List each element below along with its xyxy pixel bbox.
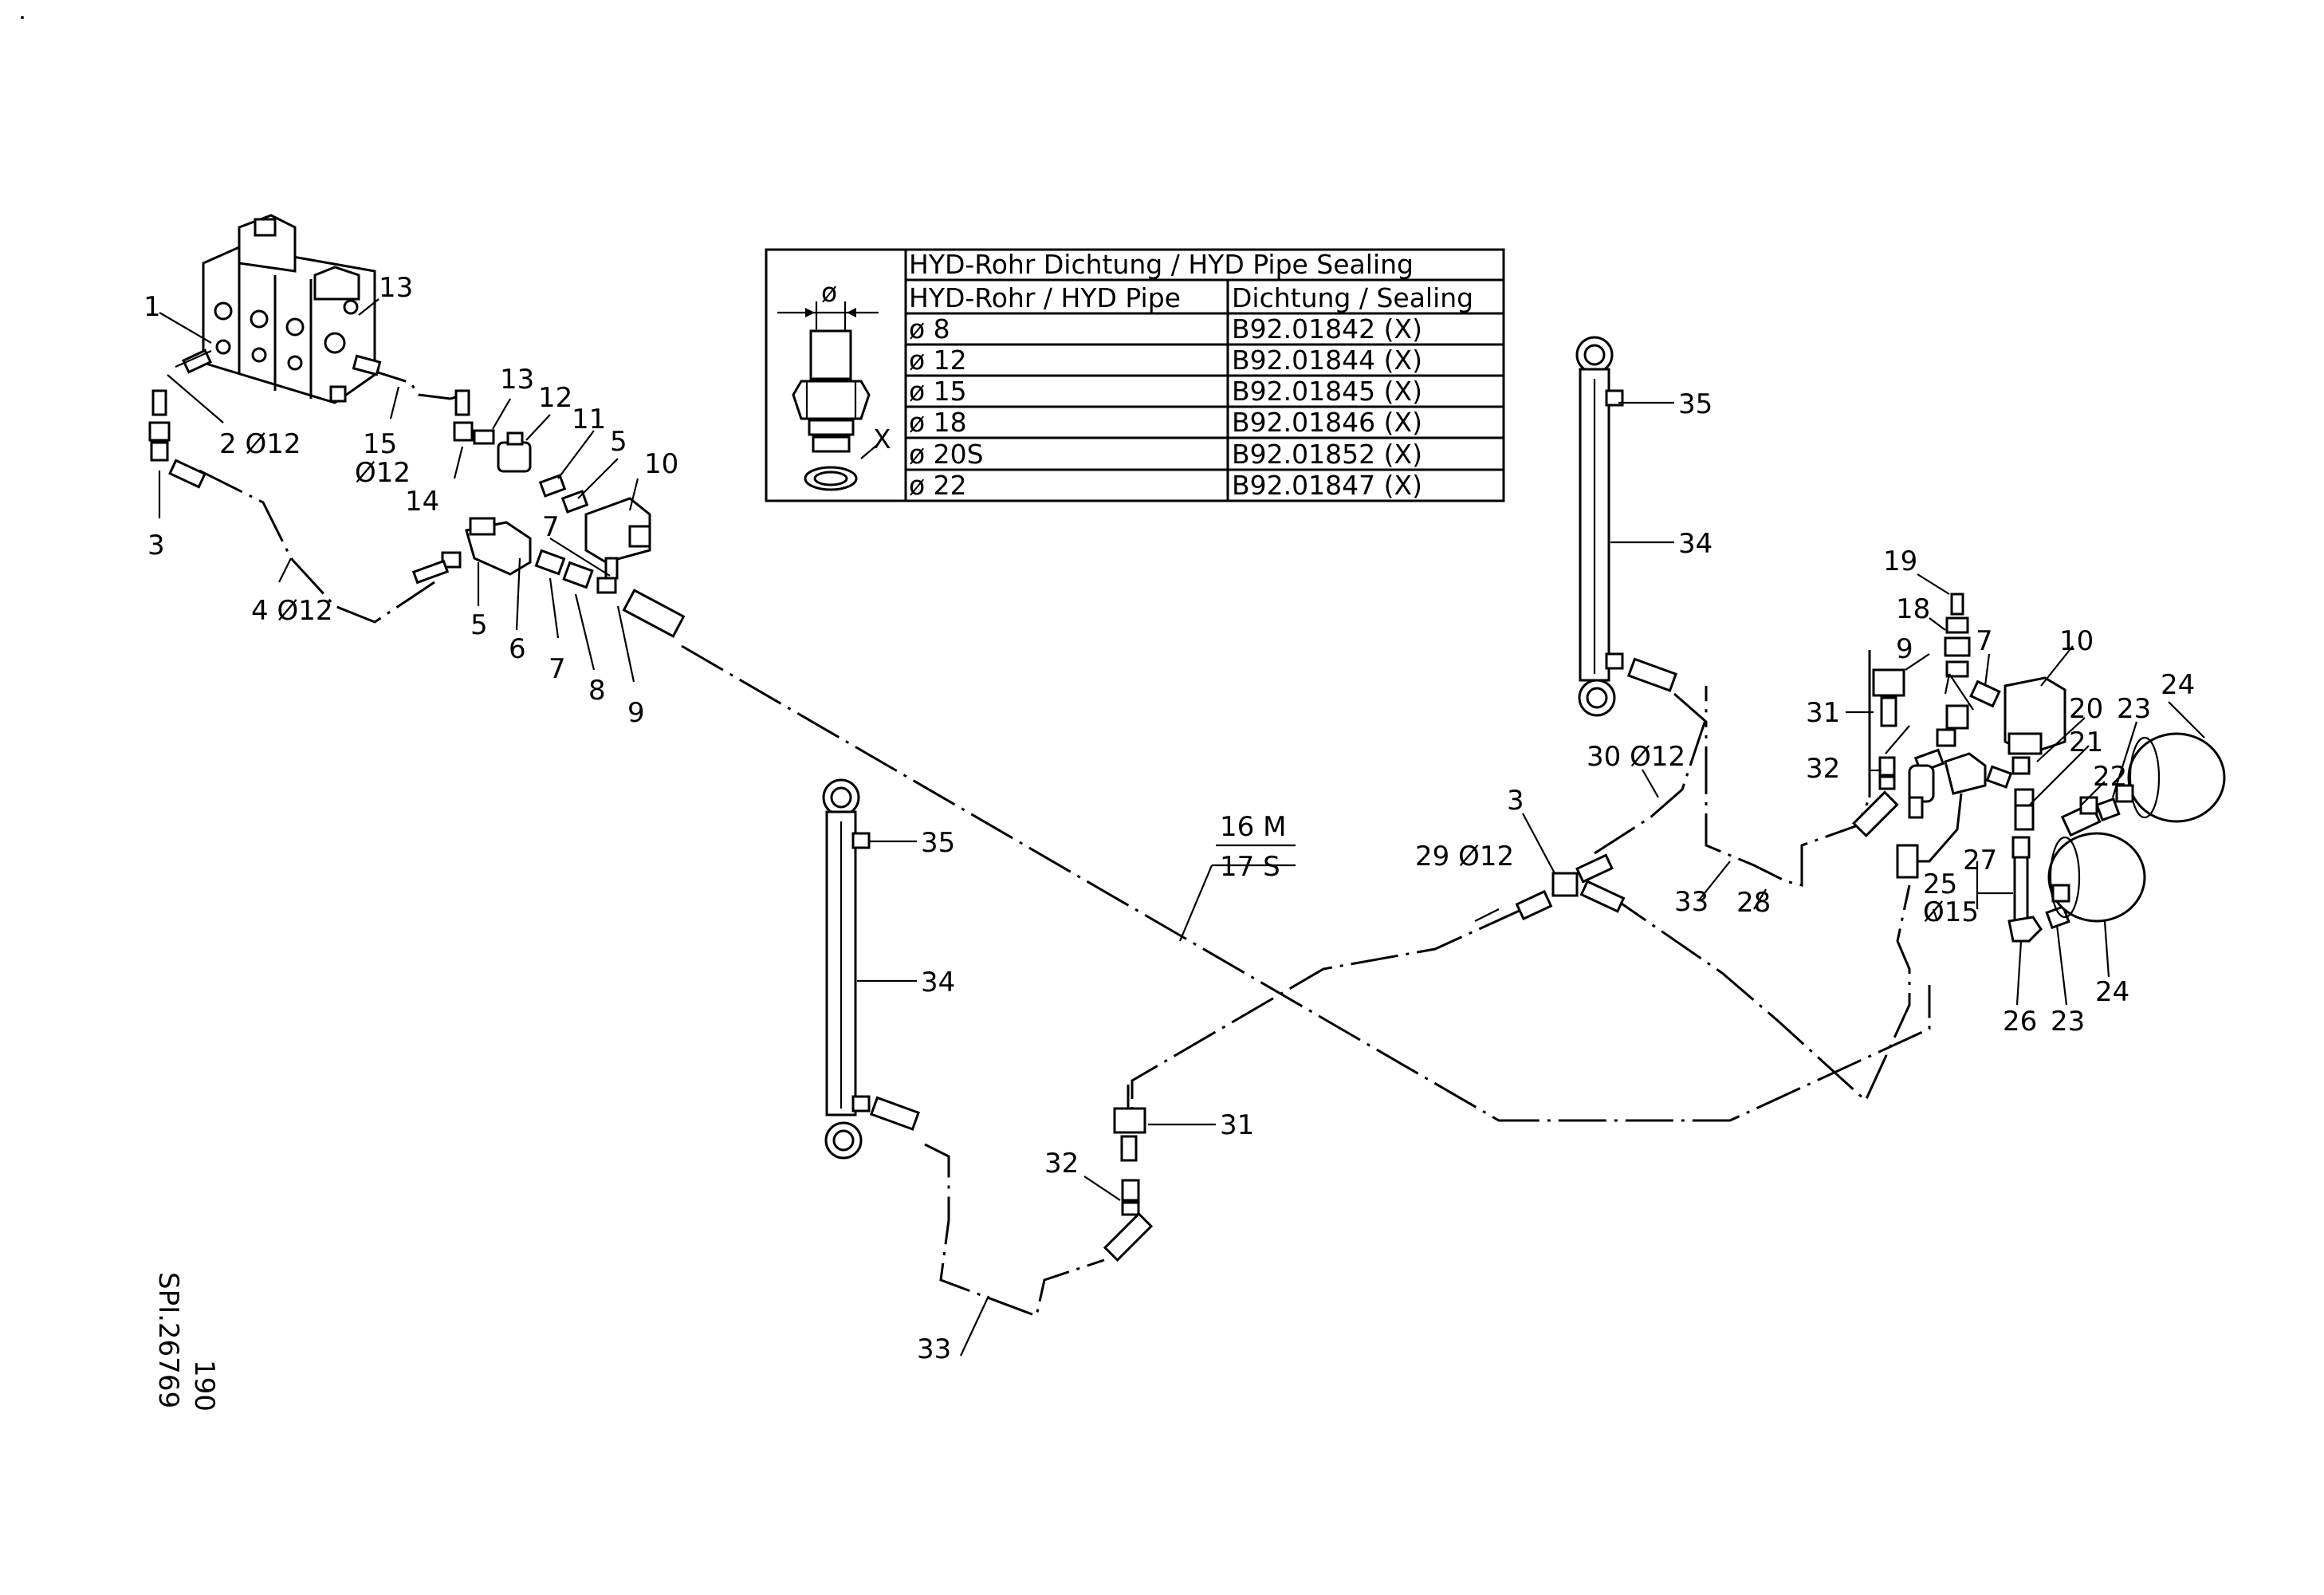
table-row-pipe: ø 15 [909, 376, 967, 407]
label-16: 16 M [1220, 811, 1286, 843]
label-33b: 33 [1674, 886, 1709, 918]
label-31b: 31 [1806, 697, 1840, 729]
label-24b: 24 [2095, 976, 2129, 1008]
label-2: 2 Ø12 [219, 428, 301, 460]
pipe-33-left [924, 1143, 1105, 1318]
table-row-sealing: B92.01845 (X) [1232, 376, 1422, 407]
table-row-pipe: ø 18 [909, 407, 967, 438]
label-34b: 34 [1678, 528, 1713, 560]
label-20: 20 [2069, 693, 2103, 725]
label-7: 7 [549, 653, 566, 685]
label-13: 13 [379, 272, 413, 304]
label-32: 32 [1044, 1148, 1079, 1180]
label-5: 5 [470, 609, 488, 641]
pipe-29 [1131, 908, 1524, 1116]
label-34: 34 [921, 967, 955, 998]
center-left-fittings [1103, 1107, 1154, 1262]
right-fittings [1852, 593, 2226, 943]
pipe-4 [199, 469, 435, 624]
part-labels: 1 2 Ø12 3 4 Ø12 13 15 Ø12 14 13 12 11 5 … [144, 272, 2195, 1365]
label-6: 6 [509, 633, 526, 665]
accumulator-upper [2115, 732, 2226, 823]
label-33: 33 [917, 1333, 951, 1365]
label-27: 27 [1963, 845, 1997, 876]
label-32b: 32 [1806, 753, 1840, 785]
label-18: 18 [1896, 593, 1930, 625]
label-35b: 35 [1678, 388, 1713, 420]
table-row-pipe: ø 12 [909, 345, 967, 376]
label-19: 19 [1883, 545, 1917, 577]
label-15-dia: Ø12 [355, 457, 411, 489]
label-8: 8 [588, 675, 606, 707]
label-35: 35 [921, 827, 955, 859]
table-row-sealing: B92.01846 (X) [1232, 407, 1422, 438]
table-row-pipe: ø 20S [909, 439, 984, 470]
label-9: 9 [627, 697, 645, 729]
label-23b: 23 [2051, 1006, 2085, 1038]
drawing-number: SPI.26769 [152, 1272, 184, 1408]
cylinder-right [1575, 336, 1677, 717]
table-row-sealing: B92.01842 (X) [1232, 313, 1422, 345]
table-row-pipe: ø 22 [909, 470, 967, 501]
center-tee-fittings [1515, 853, 1626, 921]
label-30: 30 Ø12 [1587, 741, 1685, 773]
label-28: 28 [1736, 887, 1771, 919]
corner-mark [21, 16, 24, 19]
fitting-seal-illustration: ø X [777, 277, 891, 491]
page-number: 190 [188, 1360, 220, 1412]
left-fittings [148, 349, 686, 638]
pipe-33-right [1673, 692, 1871, 887]
label-21: 21 [2069, 727, 2103, 758]
table-header-sealing: Dichtung / Sealing [1232, 282, 1473, 313]
pipe-28 [1606, 884, 1911, 1103]
pipe-16-17 [681, 644, 1931, 1122]
pipe-lines [199, 365, 1931, 1318]
accumulator-lower [2047, 832, 2146, 923]
label-10b: 10 [2059, 625, 2094, 657]
table-header-pipe: HYD-Rohr / HYD Pipe [909, 282, 1181, 313]
sealing-table: HYD-Rohr Dichtung / HYD Pipe Sealing HYD… [765, 248, 1505, 502]
label-29: 29 Ø12 [1415, 841, 1514, 872]
label-23: 23 [2117, 693, 2151, 725]
label-22: 22 [2093, 761, 2127, 793]
label-25-dia: Ø15 [1923, 896, 1979, 928]
control-valve-block [202, 214, 376, 404]
table-row-sealing: B92.01847 (X) [1232, 470, 1422, 501]
label-4: 4 Ø12 [251, 595, 332, 627]
label-9b: 9 [1896, 633, 1913, 665]
label-3: 3 [147, 530, 165, 561]
label-5b: 5 [610, 426, 627, 458]
table-title: HYD-Rohr Dichtung / HYD Pipe Sealing [909, 249, 1414, 280]
label-7b: 7 [542, 511, 560, 543]
drawing-id: SPI.26769 190 [152, 1272, 220, 1412]
label-3b: 3 [1507, 785, 1524, 817]
label-14: 14 [405, 486, 439, 518]
seal-marker-x: X [873, 423, 891, 455]
pipe-30 [1594, 686, 1708, 855]
table-row-sealing: B92.01852 (X) [1232, 439, 1422, 470]
table-row-pipe: ø 8 [909, 313, 950, 345]
label-15: 15 [363, 428, 397, 460]
diameter-symbol: ø [821, 277, 837, 308]
leader-lines [158, 298, 2205, 1357]
label-26: 26 [2003, 1006, 2037, 1038]
label-13b: 13 [500, 364, 534, 396]
label-31: 31 [1220, 1109, 1254, 1141]
label-25: 25 [1923, 868, 1957, 900]
label-17: 17 S [1220, 851, 1280, 883]
cylinder-left [822, 778, 920, 1160]
label-7c: 7 [1976, 625, 1993, 657]
label-11: 11 [572, 404, 606, 435]
table-row-sealing: B92.01844 (X) [1232, 345, 1422, 376]
label-10: 10 [644, 448, 678, 480]
label-12: 12 [538, 382, 572, 414]
label-24: 24 [2161, 669, 2195, 701]
label-1: 1 [144, 291, 161, 323]
